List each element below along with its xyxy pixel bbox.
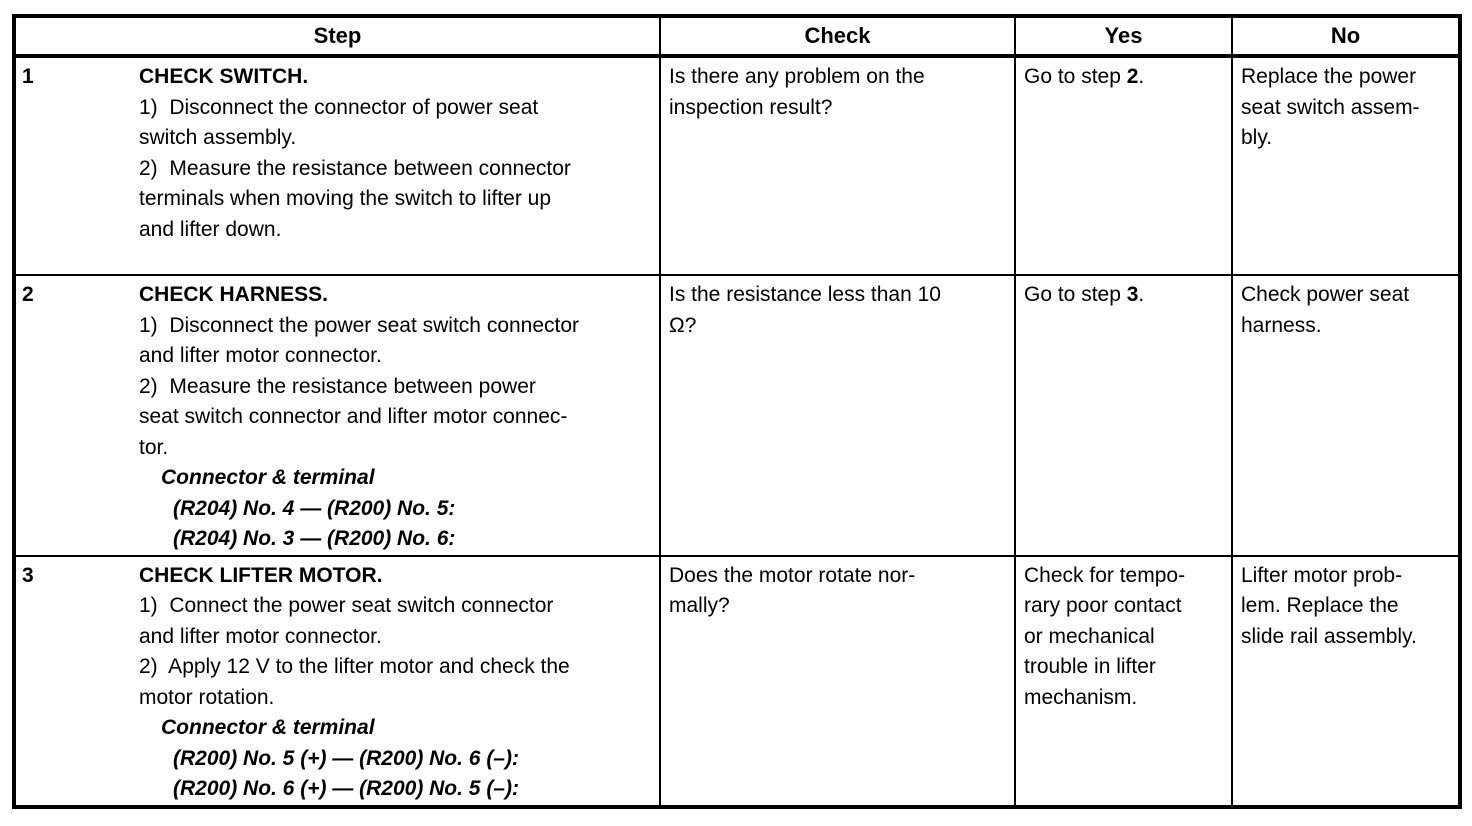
step-number: 1 <box>22 65 34 88</box>
step-instruction-line: terminals when moving the switch to lift… <box>139 187 552 210</box>
check-line: Ω? <box>669 313 697 337</box>
step-text: CHECK SWITCH. 1) Disconnect the connector… <box>139 58 659 245</box>
check-cell: Is the resistance less than 10 Ω? <box>659 274 1016 557</box>
step-cell-content: 2 CHECK HARNESS. 1) Disconnect the power s… <box>16 276 659 555</box>
step-ref-bold: 2 <box>1126 65 1139 88</box>
column-header-step: Step <box>13 15 661 58</box>
manual-page: Step Check Yes No 1 CHECK SWITCH. 1) Disco… <box>12 14 1462 809</box>
no-line: Lifter motor prob- <box>1241 563 1403 587</box>
column-header-no: No <box>1231 15 1461 58</box>
check-cell: Is there any problem on the inspection re… <box>659 55 1016 276</box>
text-segment: Go to step <box>1024 65 1127 88</box>
step-instruction-line: motor rotation. <box>139 685 275 709</box>
no-cell: Replace the power seat switch assem-bly. <box>1231 55 1461 276</box>
step-instruction-line: 1) Disconnect the power seat switch conn… <box>139 313 580 337</box>
column-header-check: Check <box>659 15 1016 58</box>
no-cell: Check power seat harness. <box>1231 274 1461 557</box>
yes-cell: Go to step 2. <box>1014 55 1233 276</box>
check-line: mally? <box>669 594 730 617</box>
no-cell-content: Lifter motor prob-lem. Replace the slide … <box>1233 557 1458 653</box>
no-cell-content: Check power seat harness. <box>1233 276 1458 341</box>
yes-line: mechanism. <box>1024 685 1138 709</box>
connector-terminal-label: Connector & terminal <box>161 466 375 489</box>
step-instruction-line: and lifter motor connector. <box>139 624 382 648</box>
table-row: 2 CHECK HARNESS. 1) Disconnect the power s… <box>13 274 1461 557</box>
step-instruction-line: 2) Apply 12 V to the lifter motor and ch… <box>139 655 570 678</box>
yes-line: Go to step 2. <box>1024 62 1225 93</box>
connector-terminal-item: (R204) No. 3 — (R200) No. 6: <box>173 527 456 550</box>
no-cell-content: Replace the power seat switch assem-bly. <box>1233 58 1458 154</box>
yes-cell: Check for tempo-rary poor contact or mech… <box>1014 554 1233 808</box>
text-segment: . <box>1138 65 1145 88</box>
check-cell-content: Is there any problem on the inspection re… <box>661 58 1014 123</box>
check-cell-content: Does the motor rotate nor-mally? <box>661 557 1014 622</box>
yes-line: Go to step 3. <box>1024 280 1225 311</box>
no-line: Replace the power <box>1241 65 1417 88</box>
step-cell: 2 CHECK HARNESS. 1) Disconnect the power s… <box>13 274 661 557</box>
connector-terminal-item: (R200) No. 6 (+) — (R200) No. 5 (–): <box>173 777 519 800</box>
check-line: Does the motor rotate nor- <box>669 563 916 587</box>
check-line: Is the resistance less than 10 <box>669 283 941 306</box>
step-instruction-line: 1) Disconnect the connector of power sea… <box>139 95 539 119</box>
header-row: Step Check Yes No <box>13 15 1461 58</box>
text-segment: Go to step <box>1024 283 1127 306</box>
step-number: 2 <box>22 283 34 306</box>
table-row: 3 CHECK LIFTER MOTOR. 1) Connect the power… <box>13 554 1461 808</box>
troubleshooting-table: Step Check Yes No 1 CHECK SWITCH. 1) Disco… <box>12 14 1462 809</box>
step-cell: 1 CHECK SWITCH. 1) Disconnect the connecto… <box>13 55 661 276</box>
text-segment: . <box>1138 283 1145 306</box>
step-instruction-line: switch assembly. <box>139 126 297 149</box>
step-text: CHECK HARNESS. 1) Disconnect the power se… <box>139 276 659 555</box>
table-row: 1 CHECK SWITCH. 1) Disconnect the connecto… <box>13 55 1461 276</box>
no-line: lem. Replace the <box>1241 594 1399 617</box>
column-header-yes: Yes <box>1014 15 1233 58</box>
step-cell-content: 3 CHECK LIFTER MOTOR. 1) Connect the power… <box>16 557 659 805</box>
step-title: CHECK SWITCH. <box>139 65 309 88</box>
step-instruction-line: 2) Measure the resistance between power <box>139 374 536 398</box>
step-title: CHECK LIFTER MOTOR. <box>139 563 383 587</box>
no-line: seat switch assem- <box>1241 95 1420 119</box>
check-cell-content: Is the resistance less than 10 Ω? <box>661 276 1014 341</box>
check-cell: Does the motor rotate nor-mally? <box>659 554 1016 808</box>
step-cell-content: 1 CHECK SWITCH. 1) Disconnect the connecto… <box>16 58 659 245</box>
step-instruction-line: and lifter motor connector. <box>139 344 382 367</box>
step-ref-bold: 3 <box>1126 283 1139 306</box>
connector-terminal-item: (R204) No. 4 — (R200) No. 5: <box>173 496 456 520</box>
no-line: harness. <box>1241 313 1322 337</box>
step-title: CHECK HARNESS. <box>139 283 329 306</box>
no-cell: Lifter motor prob-lem. Replace the slide … <box>1231 554 1461 808</box>
check-line: inspection result? <box>669 95 833 119</box>
no-line: Check power seat <box>1241 283 1410 306</box>
connector-terminal-label: Connector & terminal <box>161 716 375 739</box>
yes-line: Check for tempo- <box>1024 563 1186 587</box>
yes-line: rary poor contact <box>1024 594 1182 617</box>
yes-line: or mechanical <box>1024 624 1155 648</box>
check-line: Is there any problem on the <box>669 65 925 88</box>
step-instruction-line: and lifter down. <box>139 217 282 241</box>
step-instruction-line: 1) Connect the power seat switch connect… <box>139 594 554 617</box>
step-text: CHECK LIFTER MOTOR. 1) Connect the power … <box>139 557 659 805</box>
yes-cell-content: Check for tempo-rary poor contact or mech… <box>1016 557 1231 714</box>
no-line: bly. <box>1241 126 1273 149</box>
step-instruction-line: 2) Measure the resistance between connec… <box>139 156 571 180</box>
yes-cell-content: Go to step 2. <box>1016 58 1231 93</box>
yes-line: trouble in lifter <box>1024 655 1156 678</box>
step-instruction-line: seat switch connector and lifter motor c… <box>139 405 568 428</box>
step-cell: 3 CHECK LIFTER MOTOR. 1) Connect the power… <box>13 554 661 808</box>
step-number: 3 <box>22 563 34 587</box>
step-instruction-line: tor. <box>139 435 169 459</box>
yes-cell: Go to step 3. <box>1014 274 1233 557</box>
no-line: slide rail assembly. <box>1241 624 1417 648</box>
connector-terminal-item: (R200) No. 5 (+) — (R200) No. 6 (–): <box>173 746 519 770</box>
yes-cell-content: Go to step 3. <box>1016 276 1231 311</box>
